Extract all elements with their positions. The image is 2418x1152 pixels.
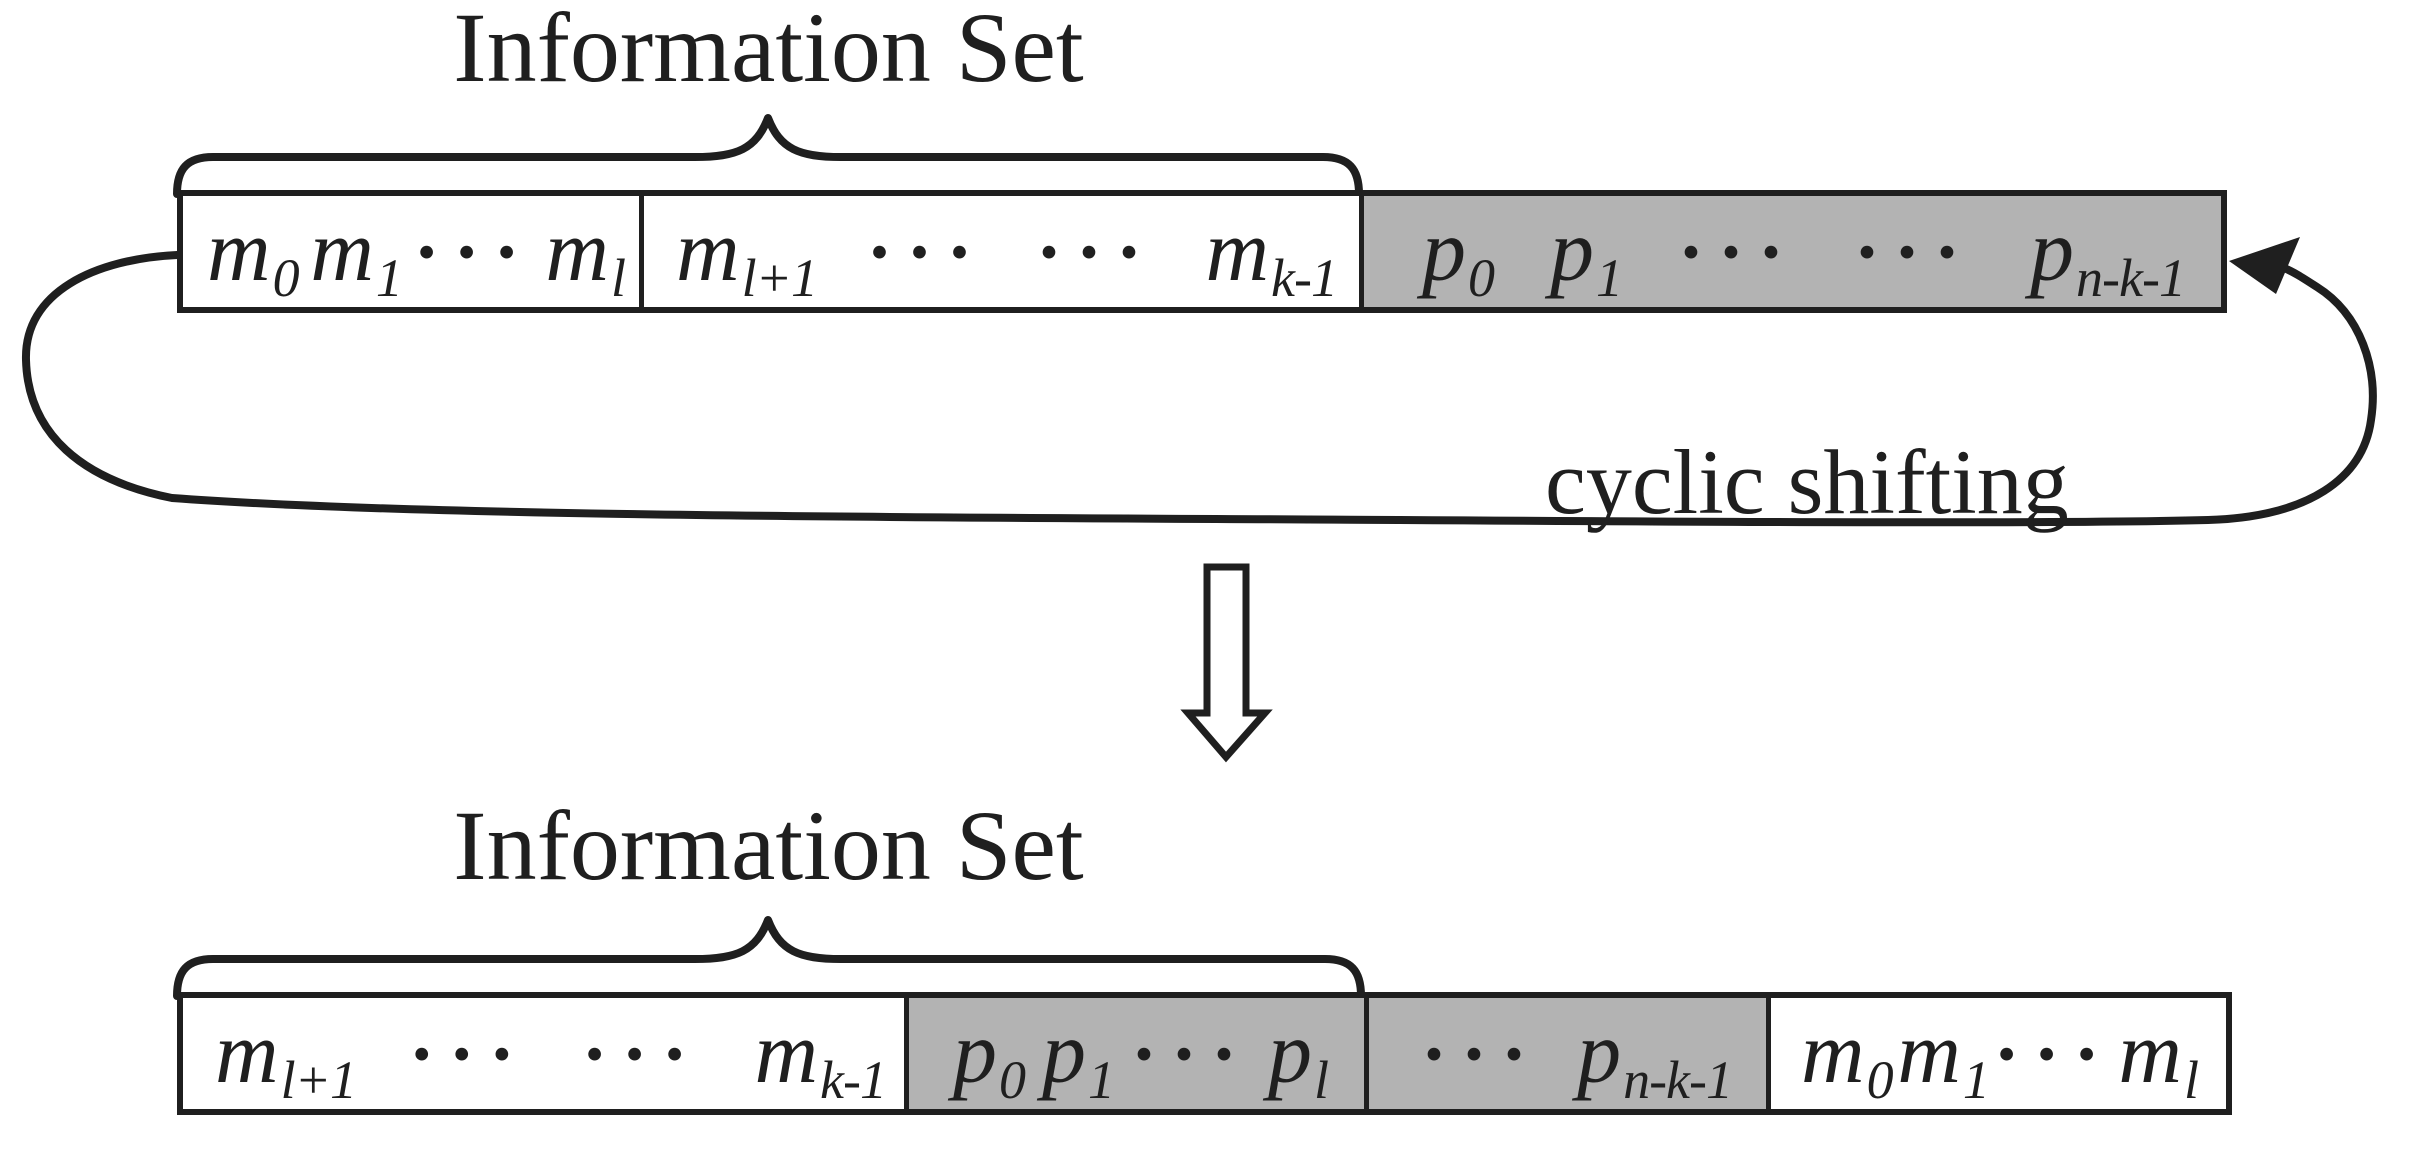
ellipsis-symbol: ··· bbox=[1854, 207, 1975, 295]
ellipsis-symbol: ··· bbox=[1421, 1009, 1542, 1097]
ellipsis-symbol: ··· bbox=[413, 207, 534, 295]
ellipsis-symbol: ··· bbox=[581, 1009, 702, 1097]
information-set-label-bottom: Information Set bbox=[453, 790, 1084, 901]
ellipsis-symbol: ··· bbox=[1993, 1009, 2114, 1097]
information-set-label-top: Information Set bbox=[453, 0, 1084, 103]
ellipsis-symbol: ··· bbox=[866, 207, 987, 295]
top-brace bbox=[173, 114, 1363, 198]
bottom-brace bbox=[173, 916, 1365, 1000]
cyclic-shifting-label: cyclic shifting bbox=[1545, 431, 2069, 533]
ellipsis-symbol: ··· bbox=[408, 1009, 529, 1097]
ellipsis-symbol: ··· bbox=[1677, 207, 1799, 295]
ellipsis-symbol: ··· bbox=[1130, 1009, 1251, 1097]
cyclic-arrowhead-icon bbox=[2229, 237, 2300, 294]
ellipsis-symbol: ··· bbox=[1035, 207, 1157, 295]
down-arrow-icon bbox=[1180, 563, 1273, 763]
cyclic-shift-loop bbox=[21, 251, 2377, 527]
